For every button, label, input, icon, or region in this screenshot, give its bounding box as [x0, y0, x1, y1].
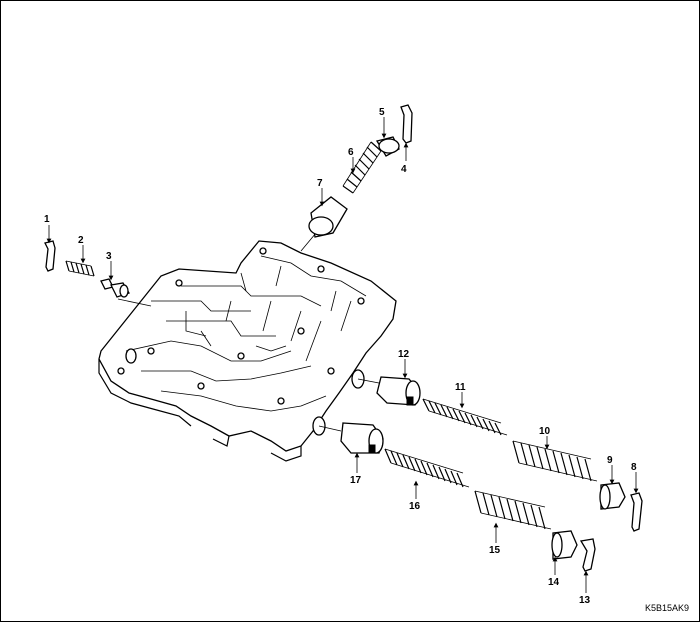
part-2-spring — [65, 260, 95, 277]
callout-5: 5 — [379, 107, 385, 118]
callout-7: 7 — [317, 178, 323, 189]
figure-code: K5B15AK9 — [645, 603, 689, 613]
valve-body — [98, 240, 397, 462]
callout-9: 9 — [607, 455, 613, 466]
part-15-spring — [474, 490, 552, 530]
callout-16: 16 — [409, 501, 421, 512]
callout-13: 13 — [579, 595, 591, 606]
part-3-valve — [100, 278, 130, 298]
callout-8: 8 — [631, 462, 637, 473]
callout-2: 2 — [78, 235, 84, 246]
part-17-sleeve — [340, 422, 384, 454]
callout-4: 4 — [401, 164, 407, 175]
part-13-retainer — [579, 538, 596, 572]
part-6-spring — [342, 141, 382, 194]
callout-17: 17 — [350, 475, 362, 486]
callout-12: 12 — [398, 349, 410, 360]
part-4-retainer — [400, 104, 413, 144]
callout-labels: 1 2 3 4 5 6 7 8 9 10 11 12 13 14 15 16 1… — [44, 107, 637, 606]
callout-6: 6 — [348, 147, 354, 158]
part-10-spring — [512, 440, 598, 482]
callout-leaders — [46, 117, 639, 593]
callout-3: 3 — [106, 251, 112, 262]
callout-14: 14 — [548, 577, 560, 588]
part-14-plug — [551, 530, 578, 560]
callout-1: 1 — [44, 214, 50, 225]
part-11-spring — [422, 398, 508, 436]
part-12-sleeve — [376, 376, 421, 406]
part-8-retainer — [630, 492, 643, 532]
callout-15: 15 — [489, 545, 501, 556]
alignment-lines — [117, 232, 380, 432]
callout-11: 11 — [455, 382, 466, 393]
part-9-plug — [599, 482, 626, 510]
part-16-spring — [384, 448, 470, 488]
part-7-sleeve — [308, 196, 348, 238]
part-5-plug — [375, 136, 400, 157]
part-1-retainer — [44, 240, 56, 272]
callout-10: 10 — [539, 426, 551, 437]
